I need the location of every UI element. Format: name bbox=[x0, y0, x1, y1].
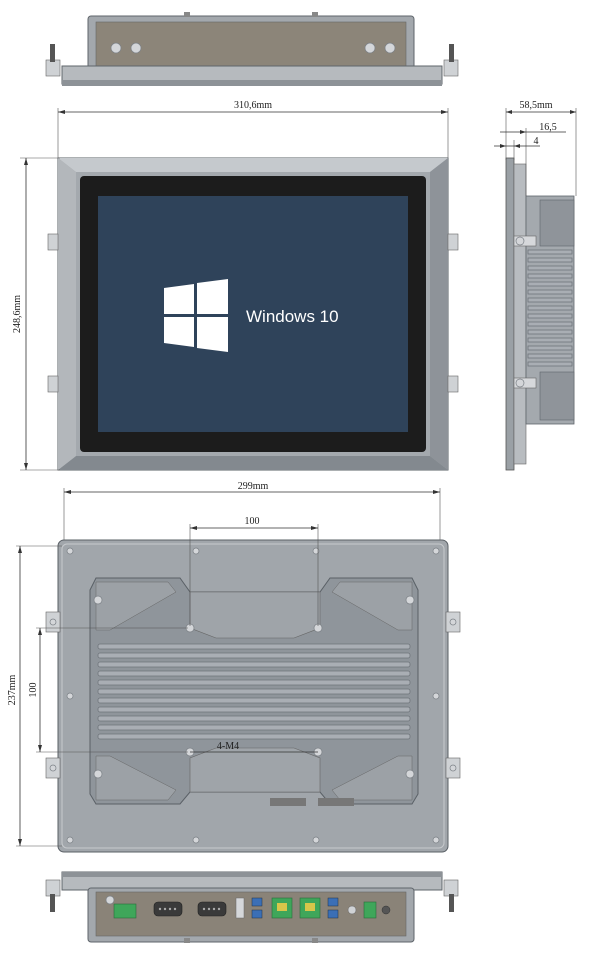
usb-port-icon bbox=[251, 897, 263, 919]
front-width-dimension: 310,6mm bbox=[57, 100, 449, 160]
vesa-vertical-dimension: 100 bbox=[28, 627, 188, 753]
side-mid-label: 16,5 bbox=[539, 122, 557, 133]
front-height-label: 248,6mm bbox=[12, 295, 23, 333]
screw-icon bbox=[364, 42, 376, 54]
side-depth-label: 58,5mm bbox=[519, 100, 552, 111]
usb-port-icon bbox=[327, 897, 339, 919]
side-fins bbox=[527, 249, 573, 367]
terminal-connector-icon bbox=[363, 901, 377, 919]
side-small-label: 4 bbox=[534, 136, 539, 147]
bottom-view bbox=[45, 871, 459, 943]
ground-screw-icon bbox=[105, 895, 115, 905]
os-label: Windows 10 bbox=[246, 307, 339, 326]
rear-view bbox=[45, 539, 461, 853]
vesa-vertical-label: 100 bbox=[28, 683, 39, 698]
screw-icon bbox=[384, 42, 396, 54]
mount-screws-callout: 4-M4 bbox=[190, 741, 318, 753]
side-view bbox=[505, 157, 575, 471]
serial-port-icon bbox=[197, 901, 227, 917]
rear-width-dimension: 299mm bbox=[63, 481, 441, 540]
serial-port-icon bbox=[153, 901, 183, 917]
top-view bbox=[45, 12, 459, 86]
rear-height-dimension: 237mm bbox=[7, 545, 62, 847]
power-connector-icon bbox=[113, 903, 137, 919]
front-height-dimension: 248,6mm bbox=[12, 157, 60, 471]
power-button-icon bbox=[381, 905, 391, 915]
screw-icon bbox=[110, 42, 122, 54]
rear-width-label: 299mm bbox=[238, 481, 269, 492]
vesa-horizontal-dimension: 100 bbox=[189, 516, 319, 626]
audio-jack-icon bbox=[347, 905, 357, 915]
side-dimensions: 58,5mm 16,5 4 bbox=[494, 100, 577, 196]
rear-perimeter-screws bbox=[66, 547, 440, 844]
front-view: Windows 10 bbox=[47, 157, 459, 471]
mount-screws-label: 4-M4 bbox=[217, 741, 239, 752]
vesa-horizontal-label: 100 bbox=[245, 516, 260, 527]
screw-icon bbox=[130, 42, 142, 54]
screen bbox=[98, 196, 408, 432]
windows-logo-icon bbox=[164, 279, 228, 352]
hdmi-port-icon bbox=[235, 897, 245, 919]
rear-fins bbox=[97, 643, 411, 740]
rear-height-label: 237mm bbox=[7, 675, 18, 706]
front-width-label: 310,6mm bbox=[234, 100, 272, 111]
